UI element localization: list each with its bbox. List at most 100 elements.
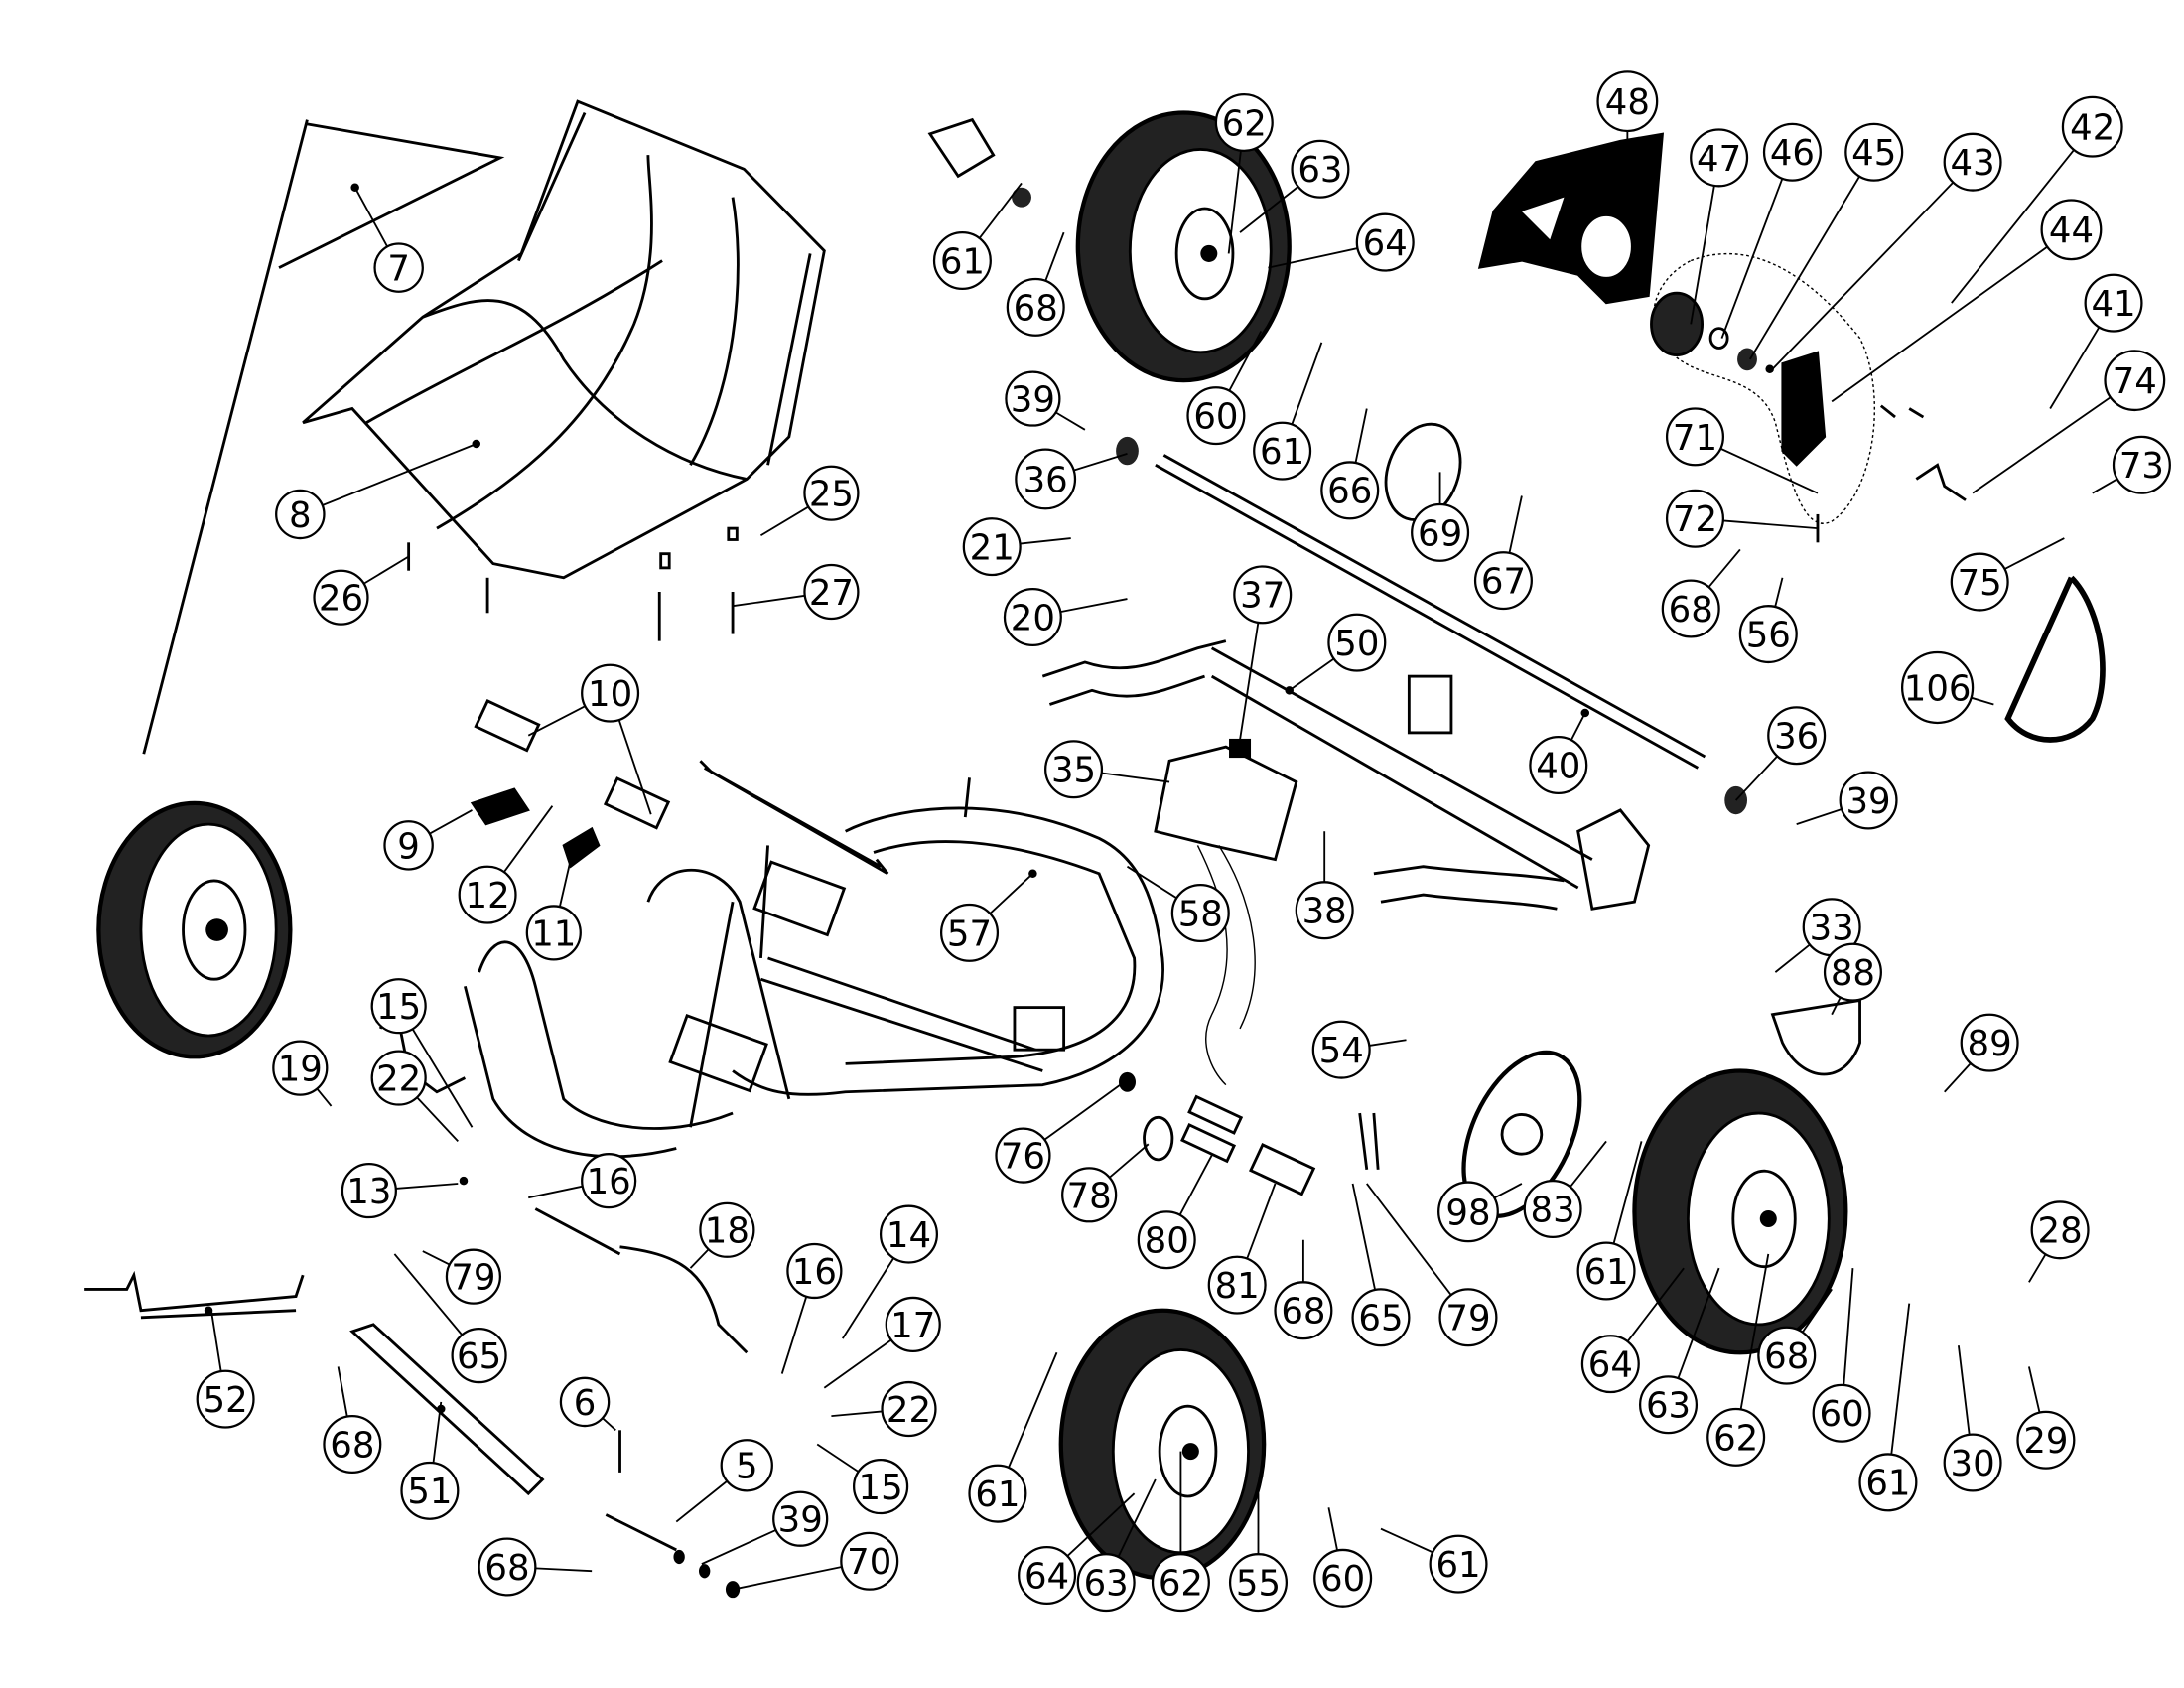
callout-number: 39 <box>778 1500 823 1541</box>
callout-number: 80 <box>1145 1221 1189 1262</box>
callout-circle <box>932 231 992 291</box>
callout-circle <box>2030 1200 2090 1260</box>
callout-61: 61 <box>1858 1303 1918 1512</box>
callout-number: 65 <box>1358 1299 1403 1339</box>
leader-line <box>503 805 554 873</box>
callout-circle <box>2112 435 2171 494</box>
callout-circle <box>1170 884 1230 943</box>
callout-number: 61 <box>1865 1464 1910 1504</box>
leader-line <box>978 182 1023 239</box>
leader-line <box>1178 1155 1213 1216</box>
callout-number: 21 <box>970 528 1015 569</box>
callout-5: 5 <box>675 1439 773 1523</box>
callout-number: 46 <box>1770 133 1815 174</box>
callout-number: 65 <box>457 1336 501 1377</box>
leader-line <box>1570 1140 1607 1188</box>
clutch-assembly <box>1650 252 1967 543</box>
callout-number: 19 <box>278 1050 323 1090</box>
callout-83: 83 <box>1523 1140 1607 1239</box>
callout-number: 36 <box>1024 460 1068 500</box>
callout-circle <box>1214 92 1274 152</box>
callout-circle <box>1473 551 1533 611</box>
callout-66: 66 <box>1320 408 1380 520</box>
callout-number: 28 <box>2038 1211 2083 1252</box>
leader-line <box>1126 865 1177 900</box>
callout-number: 62 <box>1713 1418 1758 1459</box>
leader-line <box>1369 1039 1407 1047</box>
kart-frame <box>464 760 1164 1159</box>
callout-37: 37 <box>1233 565 1293 741</box>
callout-58: 58 <box>1126 865 1230 943</box>
callout-number: 62 <box>1222 103 1267 144</box>
leader-line <box>675 1480 728 1523</box>
leader-line <box>1801 1288 1833 1334</box>
callout-63: 63 <box>1076 1478 1157 1613</box>
callout-36: 36 <box>1734 706 1827 801</box>
leader-line <box>1890 1303 1911 1455</box>
callout-64: 64 <box>1018 1492 1136 1605</box>
callout-circle <box>1313 1548 1373 1608</box>
leader-line <box>1291 342 1323 425</box>
callout-circle <box>1438 1288 1498 1347</box>
callout-circle <box>2040 199 2103 261</box>
callout-71: 71 <box>1665 407 1819 494</box>
callout-number: 22 <box>376 1058 421 1099</box>
callout-75: 75 <box>1950 537 2065 612</box>
callout-number: 17 <box>890 1306 935 1346</box>
callout-circle <box>451 1328 507 1384</box>
callout-circle <box>2061 95 2123 158</box>
callout-41: 41 <box>2049 273 2143 409</box>
callout-number: 74 <box>2113 361 2157 402</box>
leader-line <box>1268 247 1358 269</box>
callout-13: 13 <box>341 1162 459 1219</box>
hub-parts <box>927 117 1380 1196</box>
callout-number: 42 <box>2070 108 2115 149</box>
callout-89: 89 <box>1944 1013 2019 1093</box>
callout-circle <box>772 1490 829 1547</box>
leader-line <box>689 1248 710 1269</box>
leader-line <box>1066 1492 1136 1557</box>
leader-line <box>1719 447 1819 494</box>
callout-57: 57 <box>939 873 1034 962</box>
callout-circle <box>1076 1553 1136 1613</box>
callout-12: 12 <box>458 805 554 924</box>
leader-line <box>429 809 473 835</box>
callout-29: 29 <box>2016 1366 2076 1470</box>
callout-9: 9 <box>383 809 473 871</box>
leader-line <box>432 1401 443 1464</box>
callout-circle <box>458 865 517 924</box>
callout-68: 68 <box>1006 231 1065 337</box>
callout-68: 68 <box>323 1366 382 1475</box>
leader-line <box>780 1296 808 1374</box>
callout-63: 63 <box>1638 1267 1720 1435</box>
leader-line <box>1493 1183 1523 1199</box>
callout-number: 55 <box>1236 1563 1281 1604</box>
callout-16: 16 <box>780 1242 843 1374</box>
callout-79: 79 <box>422 1248 502 1305</box>
callout-60: 60 <box>1313 1507 1373 1608</box>
callout-number: 72 <box>1673 499 1717 540</box>
callout-number: 11 <box>531 914 576 954</box>
callout-61: 61 <box>932 182 1023 291</box>
callout-circle <box>1767 706 1827 766</box>
leader-line <box>1117 1478 1157 1558</box>
callout-circle <box>383 820 434 871</box>
callout-61: 61 <box>1380 1527 1488 1594</box>
callout-number: 78 <box>1067 1176 1112 1216</box>
callout-number: 56 <box>1746 615 1791 655</box>
leader-line <box>1366 1183 1452 1296</box>
leader-line <box>393 1253 464 1336</box>
leader-line <box>1239 186 1299 233</box>
callout-15: 15 <box>370 978 474 1128</box>
callout-circle <box>1738 605 1798 664</box>
leader-line <box>841 1257 895 1339</box>
callout-circle <box>1327 613 1387 672</box>
callout-number: 61 <box>1260 432 1304 473</box>
callout-number: 30 <box>1951 1444 1995 1484</box>
callout-106: 106 <box>1900 650 1994 725</box>
callout-88: 88 <box>1823 942 1882 1016</box>
leader-line <box>1380 1527 1433 1554</box>
callout-circle <box>275 489 326 540</box>
callout-number: 15 <box>376 987 421 1028</box>
